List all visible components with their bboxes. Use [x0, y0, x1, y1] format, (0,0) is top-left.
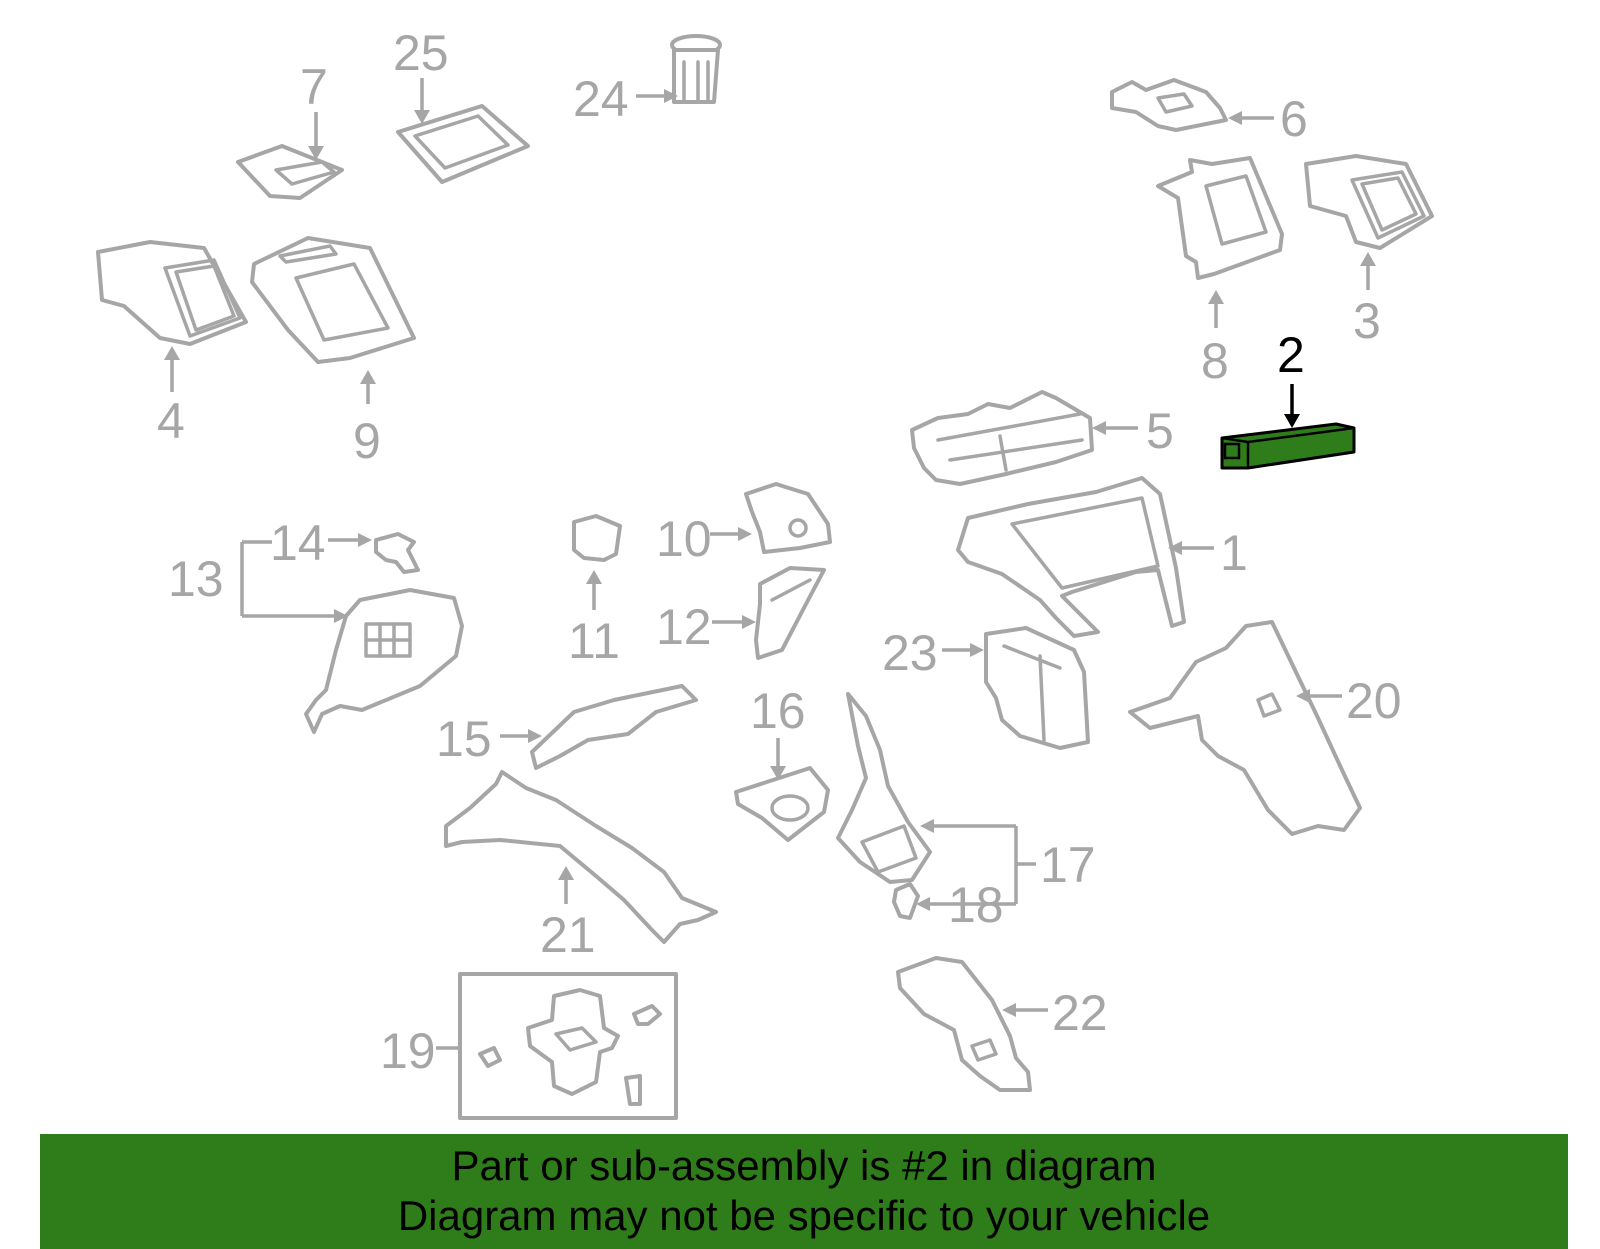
callout-2-label: 2	[1277, 327, 1305, 383]
part-1[interactable]	[956, 476, 1186, 638]
banner-line-1: Part or sub-assembly is #2 in diagram	[451, 1142, 1157, 1189]
part-20[interactable]	[1128, 620, 1362, 836]
part-11[interactable]	[572, 514, 622, 562]
callout-25-label: 25	[393, 25, 449, 81]
callout-11-label: 11	[568, 613, 620, 669]
part-5[interactable]	[910, 390, 1094, 486]
callout-21: 21	[540, 866, 596, 963]
part-9[interactable]	[250, 236, 416, 364]
part-8[interactable]	[1156, 156, 1284, 280]
callout-20: 20	[1296, 673, 1402, 729]
callout-1-label: 1	[1220, 525, 1248, 581]
callout-20-label: 20	[1346, 673, 1402, 729]
callout-12-label: 12	[656, 599, 712, 655]
part-4[interactable]	[96, 240, 248, 346]
info-banner: Part or sub-assembly is #2 in diagram Di…	[40, 1134, 1568, 1249]
callout-9: 9	[353, 370, 381, 469]
callout-8: 8	[1201, 290, 1229, 389]
part-6[interactable]	[1110, 78, 1228, 132]
callout-11: 11	[568, 570, 620, 669]
callout-10: 10	[656, 511, 752, 567]
callout-5-label: 5	[1146, 403, 1174, 459]
callout-22-label: 22	[1052, 985, 1108, 1041]
callout-9-label: 9	[353, 413, 381, 469]
callout-15: 15	[436, 711, 542, 767]
callout-12: 12	[656, 599, 756, 655]
callout-19-label: 19	[380, 1023, 436, 1079]
callout-2-highlighted: 2	[1277, 327, 1305, 428]
part-2-highlighted[interactable]	[1220, 422, 1356, 470]
part-18[interactable]	[892, 882, 920, 920]
callout-4-label: 4	[157, 393, 185, 449]
callout-6-label: 6	[1280, 91, 1308, 147]
callout-15-label: 15	[436, 711, 492, 767]
part-22[interactable]	[896, 956, 1032, 1092]
callout-14-label: 14	[270, 515, 326, 571]
callout-17-label: 17	[1040, 837, 1096, 893]
part-23[interactable]	[984, 626, 1090, 750]
callout-3: 3	[1353, 252, 1381, 349]
callout-24: 24	[573, 71, 678, 127]
callout-13-label: 13	[168, 551, 224, 607]
callout-3-label: 3	[1353, 293, 1381, 349]
callout-6: 6	[1228, 91, 1308, 147]
banner-line-2: Diagram may not be specific to your vehi…	[397, 1192, 1211, 1239]
part-21[interactable]	[444, 770, 718, 944]
callout-23-label: 23	[882, 625, 938, 681]
callout-8-label: 8	[1201, 333, 1229, 389]
callout-18-label: 18	[948, 877, 1004, 933]
callout-19: 19	[380, 1023, 460, 1079]
callout-4: 4	[157, 346, 185, 449]
callout-17-18: 17 18	[916, 819, 1096, 933]
callout-24-label: 24	[573, 71, 629, 127]
part-7[interactable]	[236, 144, 344, 200]
callout-23: 23	[882, 625, 984, 681]
part-15[interactable]	[530, 684, 698, 770]
callout-7: 7	[300, 59, 328, 160]
callout-21-label: 21	[540, 907, 596, 963]
part-17[interactable]	[836, 692, 932, 884]
part-16[interactable]	[734, 766, 830, 842]
callout-13-14: 14 13	[168, 515, 372, 623]
callout-25: 25	[393, 25, 449, 124]
callout-16-label: 16	[750, 683, 806, 739]
part-13[interactable]	[304, 588, 464, 734]
callout-7-label: 7	[300, 59, 328, 115]
callout-5: 5	[1092, 403, 1174, 459]
part-25[interactable]	[396, 104, 530, 184]
callout-10-label: 10	[656, 511, 712, 567]
part-24[interactable]	[670, 34, 722, 104]
callout-16: 16	[750, 683, 806, 780]
part-12[interactable]	[754, 566, 826, 660]
part-3[interactable]	[1304, 154, 1434, 250]
part-10[interactable]	[744, 482, 832, 554]
part-14[interactable]	[374, 532, 420, 574]
part-19[interactable]	[458, 972, 678, 1120]
callout-22: 22	[1002, 985, 1108, 1041]
callout-1: 1	[1168, 525, 1248, 581]
